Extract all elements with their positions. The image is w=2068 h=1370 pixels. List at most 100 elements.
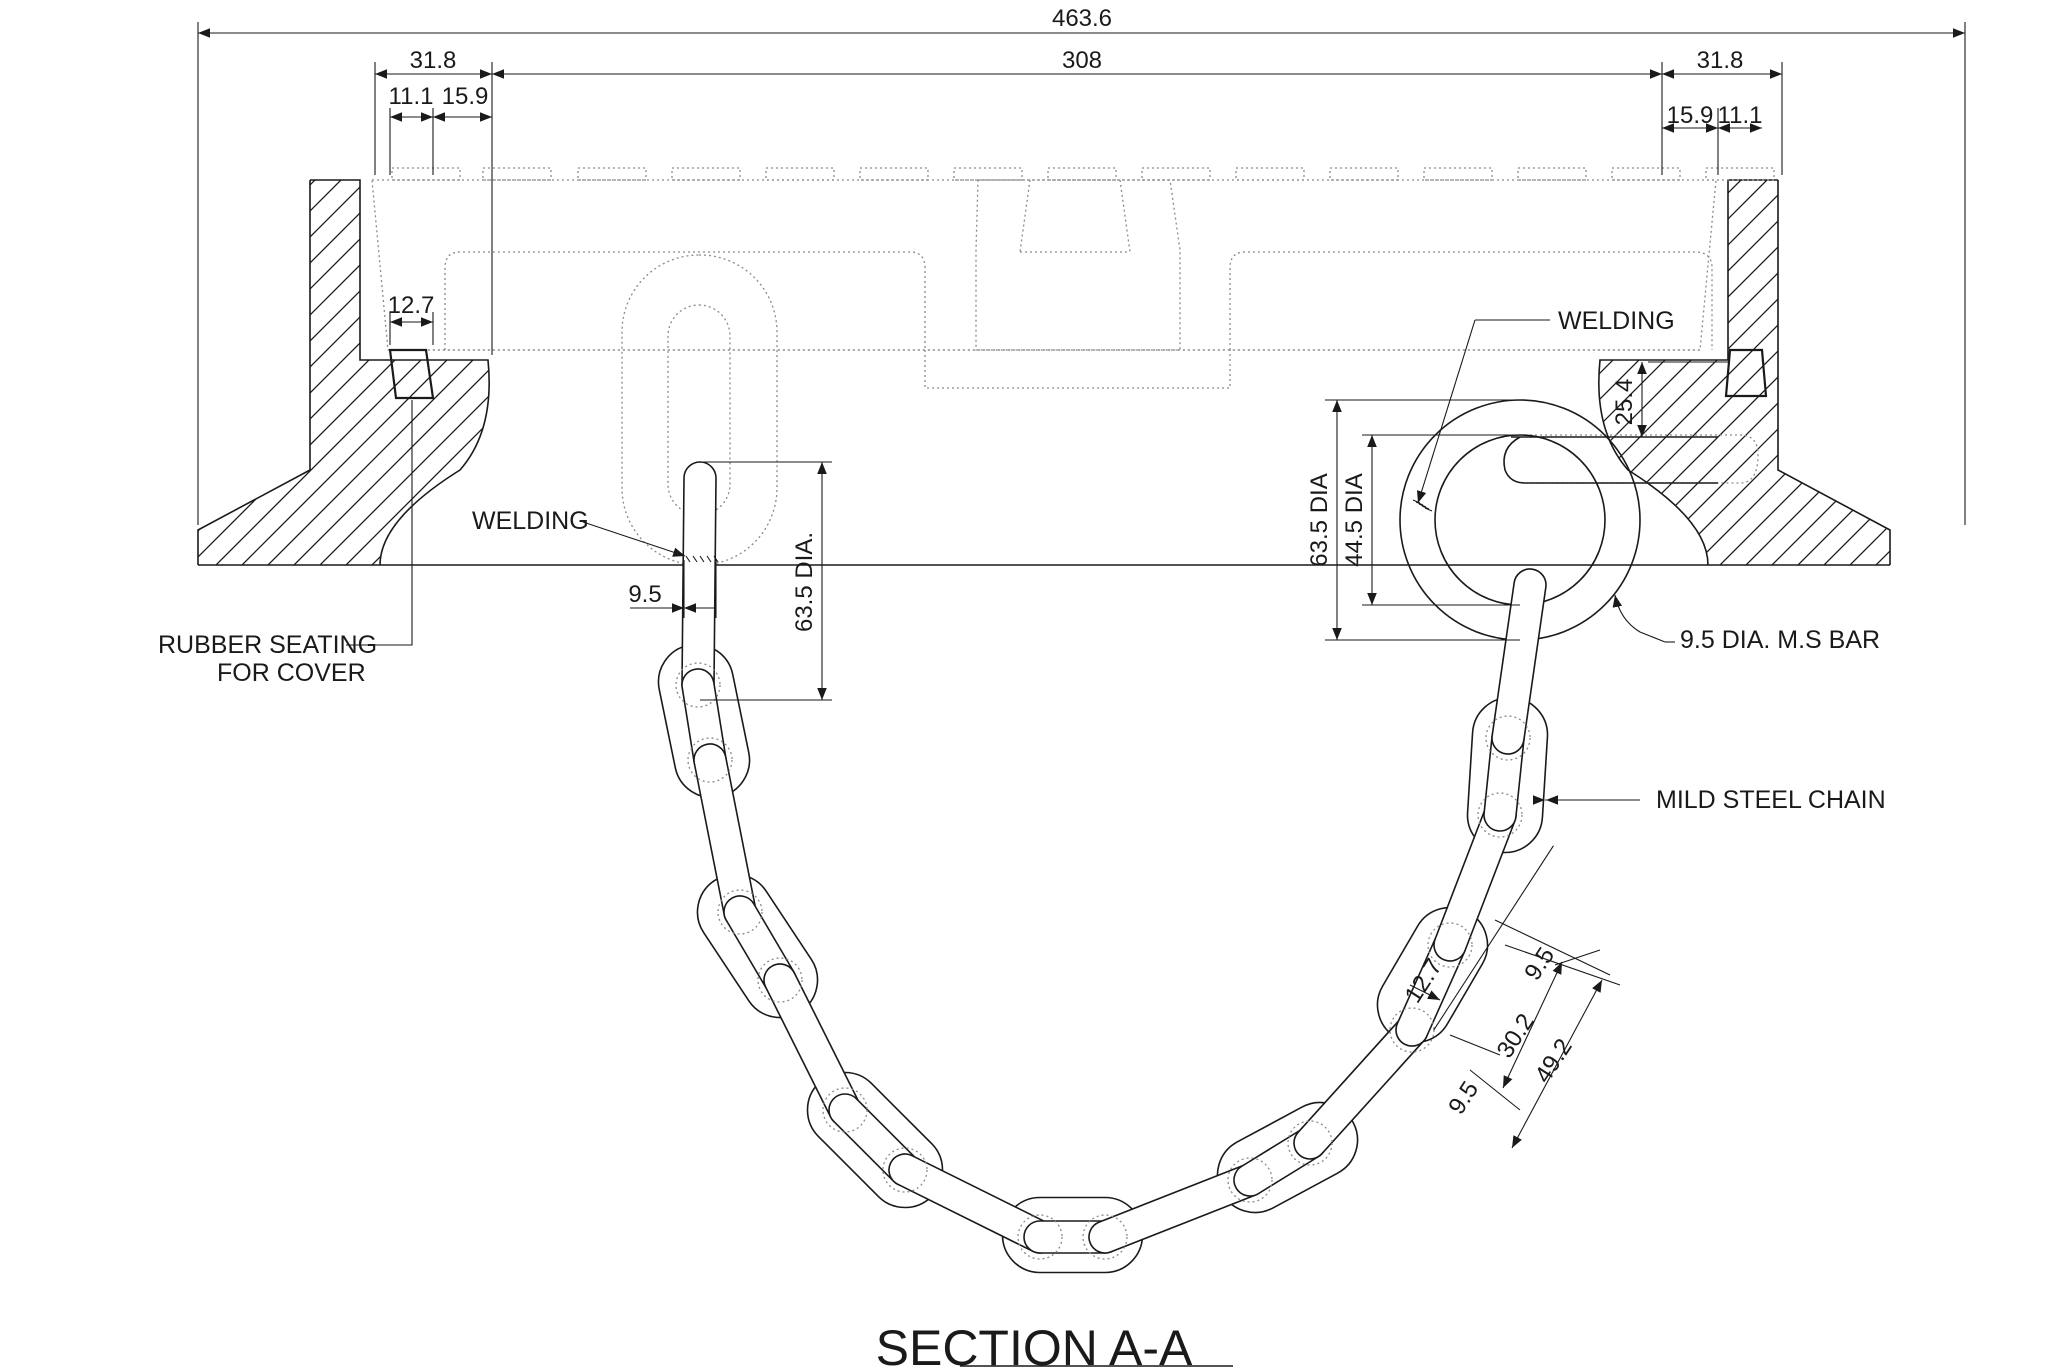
hatch-line: [1598, 180, 1825, 565]
hatch-line: [198, 180, 451, 565]
hatch-line: [198, 180, 490, 565]
hatch-line: [392, 180, 490, 565]
hatch-line: [198, 180, 243, 565]
hatch-line: [198, 180, 321, 565]
cover-studs: [391, 167, 1775, 181]
dim-link-end-bottom: 9.5: [1443, 1077, 1484, 1120]
link-joint: [675, 662, 721, 708]
hatch-line: [1598, 180, 1877, 565]
hatch-line: [1636, 180, 1890, 565]
hatch-line: [1897, 175, 2068, 570]
weld-tick: [713, 555, 719, 563]
cover-stud: [391, 167, 461, 181]
hatch-line: [1598, 180, 1747, 565]
dim-bar-dia: 9.5: [628, 581, 661, 608]
hatch-line: [1714, 180, 1890, 565]
hatch-line: [1598, 180, 1890, 565]
hatch-line: [1688, 180, 1890, 565]
cover-stud: [1423, 167, 1493, 181]
dim-left-outer: 15.9: [442, 83, 489, 110]
dimension-texts: 463.6 31.8 308 31.8 11.1 15.9 15.9 11.1 …: [388, 5, 1763, 1119]
cover-stud: [1611, 167, 1681, 181]
cover-stud: [1705, 167, 1775, 181]
hatch-line: [198, 180, 217, 565]
label-rubber-line2: FOR COVER: [217, 659, 366, 687]
link-joint: [882, 1147, 928, 1193]
cover-stud: [1329, 167, 1399, 181]
hatch-line: [210, 180, 490, 565]
hatch-line: [1598, 180, 1721, 565]
weld-tick: [685, 555, 691, 563]
weld-marks: [685, 499, 1433, 563]
dim-link-dia-left: 63.5 DIA.: [791, 532, 818, 632]
dim-overall-width: 463.6: [1052, 5, 1112, 32]
cover-stud: [859, 167, 929, 181]
hatch-line: [198, 180, 347, 565]
hatch-line: [198, 180, 490, 565]
cover-stud: [765, 167, 835, 181]
hatch-line: [1870, 180, 1890, 565]
link-joint: [1477, 792, 1523, 838]
mild-steel-chain: [657, 461, 1549, 1274]
cover-stud: [1517, 167, 1587, 181]
dim-ring-offset: 25.4: [1611, 379, 1638, 426]
weld-tick: [1421, 505, 1430, 510]
weld-tick: [1424, 507, 1433, 512]
hatch-line: [198, 180, 490, 565]
cover-stud: [953, 167, 1023, 181]
hatch-line: [1662, 180, 1890, 565]
hatch-line: [1818, 180, 1890, 565]
hatch-line: [1766, 180, 1890, 565]
cover-outline: [371, 167, 1775, 389]
dim-rubber-width: 12.7: [388, 292, 435, 319]
hatch-line: [198, 180, 477, 565]
hatch-line: [314, 180, 490, 565]
label-rubber-line1: RUBBER SEATING: [158, 631, 377, 659]
hatch-line: [1792, 180, 1890, 565]
hatch-line: [198, 180, 373, 565]
link-joint: [687, 737, 733, 783]
rubber-seating-left: [388, 348, 435, 400]
weld-tick: [1412, 499, 1421, 504]
rubber-seating-right: [1724, 348, 1768, 398]
hatch-line: [1598, 180, 1799, 565]
dim-ring-outer-dia: 63.5 DIA: [1306, 473, 1333, 566]
cover-stud: [1047, 167, 1117, 181]
dim-ring-inner-dia: 44.5 DIA: [1341, 473, 1368, 566]
link-joint: [1227, 1157, 1273, 1203]
label-chain: MILD STEEL CHAIN: [1656, 786, 1886, 814]
weld-tick: [692, 555, 698, 563]
link-joint: [757, 957, 803, 1003]
hatch-line: [198, 180, 425, 565]
hatch-line: [1598, 180, 1890, 565]
link-joint: [1427, 922, 1473, 968]
weld-tick: [1415, 501, 1424, 506]
link-joint: [822, 1087, 868, 1133]
dimension-lines: [197, 22, 1966, 1149]
dim-clear-opening: 308: [1062, 47, 1102, 74]
link-joint: [717, 889, 763, 935]
ms-bar-ring: [1399, 399, 1718, 641]
hatch-line: [1844, 180, 1890, 565]
dim-right-frame: 31.8: [1697, 47, 1744, 74]
hatch-line: [236, 180, 490, 565]
label-welding-right: WELDING: [1558, 307, 1675, 335]
dim-right-outer: 11.1: [1718, 102, 1763, 129]
label-ms-bar: 9.5 DIA. M.S BAR: [1680, 626, 1880, 654]
link-joint: [1082, 1214, 1128, 1260]
hatch-line: [262, 180, 490, 565]
link-joint: [1287, 1120, 1333, 1166]
hatch-line: [1598, 180, 1617, 565]
dim-left-inner: 11.1: [389, 83, 434, 110]
cover-stud: [482, 167, 552, 181]
hidden-bar-right: [1520, 434, 1759, 484]
chain-bar: [1491, 568, 1547, 755]
dim-link-length: 49.2: [1530, 1034, 1578, 1088]
link-joint: [1485, 715, 1531, 761]
frame-left: [197, 179, 490, 566]
drawing-title: SECTION A-A: [876, 1320, 1193, 1370]
dim-left-frame: 31.8: [410, 47, 457, 74]
hatch-line: [198, 180, 295, 565]
cover-stud: [671, 167, 741, 181]
